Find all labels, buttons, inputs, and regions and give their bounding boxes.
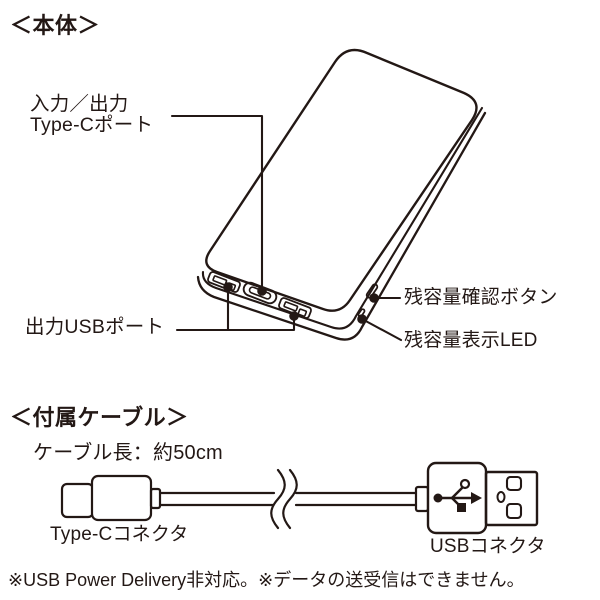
cable-break-icon <box>270 468 298 530</box>
usb-connector-label: USBコネクタ <box>430 536 546 557</box>
leader-led <box>357 314 403 342</box>
powerbank-illustration <box>196 48 487 341</box>
cable-line <box>158 491 418 507</box>
cable-length-label: ケーブル長：約50cm <box>33 442 223 464</box>
leader-usb-ports <box>175 282 299 332</box>
leader-check-button <box>369 293 402 303</box>
main-unit-heading: ＜本体＞ <box>10 13 101 38</box>
powerbank-seam-line <box>201 106 484 330</box>
usb-a-connector-icon <box>414 461 539 535</box>
battery-level-led-label: 残容量表示LED <box>404 330 538 351</box>
usb-trident-icon <box>433 478 482 512</box>
usb-plug-holes <box>496 475 523 520</box>
cable-illustration <box>60 461 539 535</box>
leader-typec-port <box>170 114 267 296</box>
powerbank-top-face <box>205 48 478 312</box>
typec-connector-icon <box>60 474 162 522</box>
typec-port-label-line2: Type-Cポート <box>30 114 154 137</box>
typec-connector-label: Type-Cコネクタ <box>50 524 189 545</box>
cable-heading: ＜付属ケーブル＞ <box>10 405 189 430</box>
typec-port-label-line1: 入力／出力 <box>30 93 129 115</box>
battery-check-button-icon <box>365 283 379 299</box>
typec-port-label: 入力／出力 Type-Cポート <box>30 93 154 137</box>
footnote: ※USB Power Delivery非対応。※データの送受信はできません。 <box>8 570 525 590</box>
battery-check-button-label: 残容量確認ボタン <box>404 287 558 308</box>
usb-output-ports-label: 出力USBポート <box>25 316 165 338</box>
powerbank-bottom-outline <box>196 111 487 341</box>
